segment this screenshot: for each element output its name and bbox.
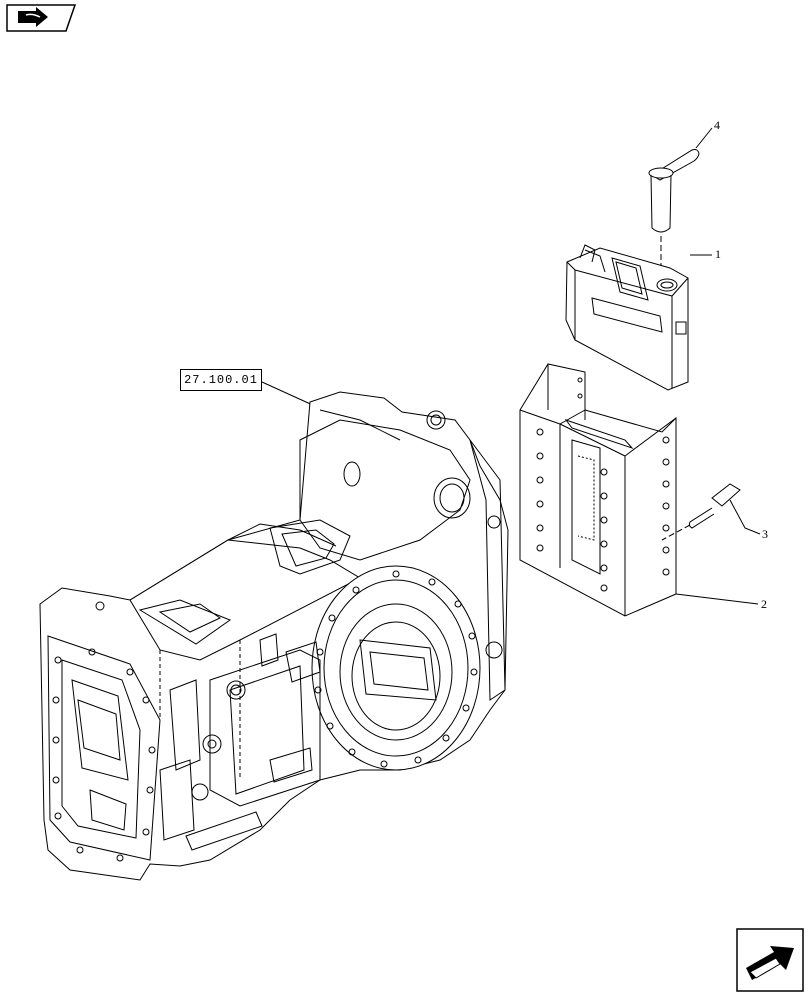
book-arrow-icon[interactable] [6, 4, 77, 32]
frame-holes [536, 377, 670, 592]
forward-arrow-icon[interactable] [736, 928, 804, 992]
bolt-part-3 [661, 483, 761, 541]
transmission-housing [39, 391, 509, 881]
callout-1: 1 [715, 247, 721, 261]
callout-4: 4 [714, 118, 720, 132]
hitch-hook-part-1 [565, 244, 712, 391]
pin-part-4 [648, 149, 700, 268]
rear-flange-holes [314, 570, 478, 768]
callout-2: 2 [761, 597, 767, 611]
front-flange-holes [52, 648, 156, 862]
slide-frame-part-2 [519, 363, 759, 617]
callout-3: 3 [762, 527, 768, 541]
reference-link-27-100-01[interactable]: 27.100.01 [180, 369, 262, 391]
